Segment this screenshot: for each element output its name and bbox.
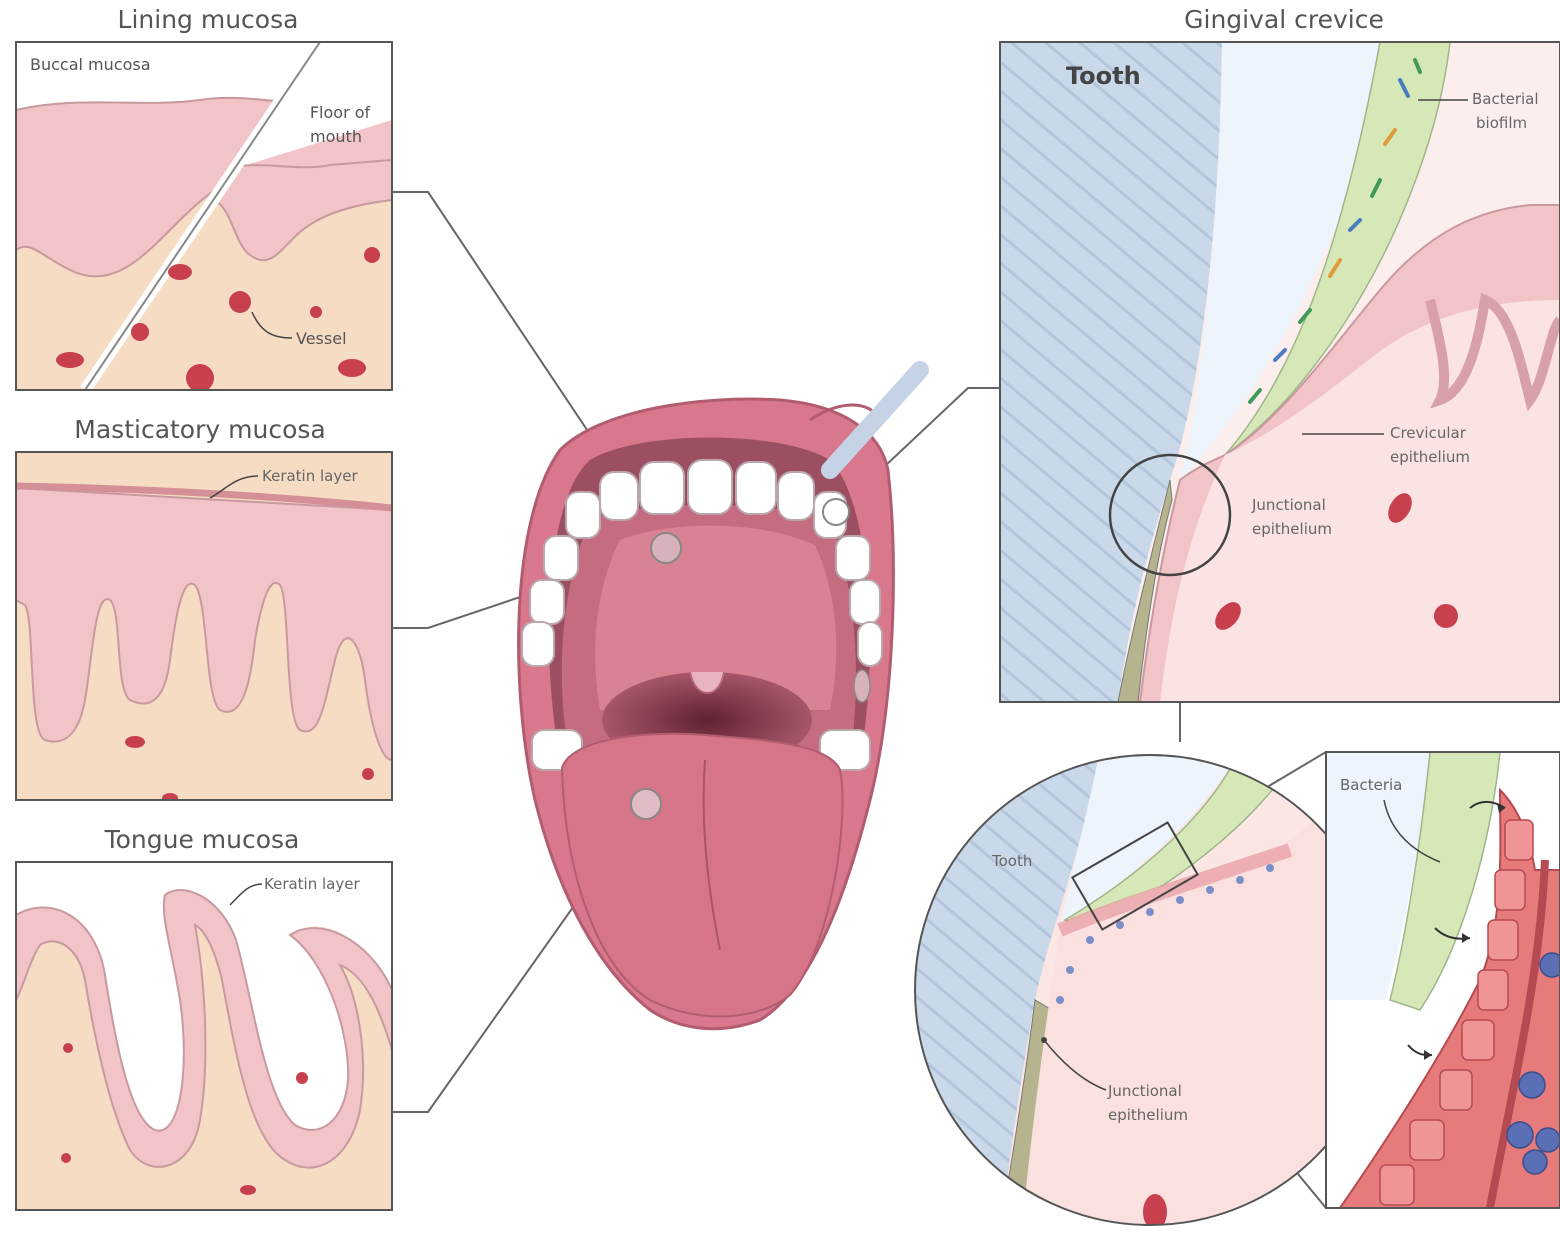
floor-of-mouth-label-2: mouth — [310, 127, 362, 146]
crevicular-epithelium-label-1: Crevicular — [1390, 424, 1467, 442]
zoom-tooth-label: Tooth — [991, 852, 1032, 870]
buccal-mucosa-label: Buccal mucosa — [30, 55, 151, 74]
junctional-epithelium-label-2: epithelium — [1252, 520, 1332, 538]
masticatory-mucosa-title: Masticatory mucosa — [74, 415, 325, 444]
tongue-mucosa-title: Tongue mucosa — [104, 825, 300, 854]
open-mouth-illustration — [519, 370, 920, 1029]
bacteria-label: Bacteria — [1340, 776, 1402, 794]
gingival-crevice-title: Gingival crevice — [1184, 5, 1384, 34]
vessel-label: Vessel — [296, 329, 347, 348]
tongue-mucosa-panel: Tongue mucosa Keratin layer — [16, 825, 392, 1210]
junctional-epithelium-label-1: Junctional — [1251, 496, 1326, 514]
gingival-crevice-panel: Gingival crevice — [1000, 5, 1560, 702]
cellular-zoom-panel: Bacteria — [1326, 752, 1560, 1208]
masticatory-keratin-label: Keratin layer — [262, 467, 358, 485]
lining-mucosa-title: Lining mucosa — [118, 5, 299, 34]
zoom-junctional-label-2: epithelium — [1108, 1106, 1188, 1124]
crevicular-epithelium-label-2: epithelium — [1390, 448, 1470, 466]
floor-of-mouth-label-1: Floor of — [310, 103, 371, 122]
masticatory-mucosa-panel: Masticatory mucosa Keratin layer — [16, 415, 392, 803]
bacterial-biofilm-label-2: biofilm — [1476, 114, 1527, 132]
zoom-junctional-label-1: Junctional — [1107, 1082, 1182, 1100]
gingival-tooth-label: Tooth — [1066, 62, 1141, 90]
lining-mucosa-panel: Lining mucosa Buccal mucosa Floor of mou… — [16, 5, 392, 400]
bacterial-biofilm-label-1: Bacterial — [1472, 90, 1539, 108]
tongue-keratin-label: Keratin layer — [264, 875, 360, 893]
junctional-zoom-circle: Tooth Junctional epithelium — [910, 750, 1390, 1230]
